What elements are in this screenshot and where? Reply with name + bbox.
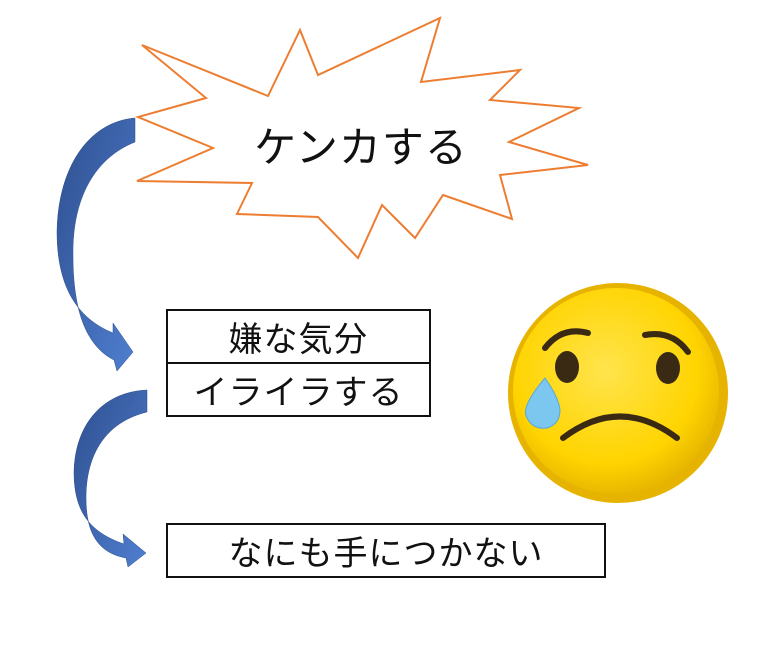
step-box-bad-mood: 嫌な気分 [166,309,431,364]
step-label: 嫌な気分 [228,320,369,360]
step-label: なにも手につかない [228,534,544,574]
sad-crying-face-icon [508,283,728,503]
burst-label: ケンカする [254,122,468,172]
step-label: イライラする [193,373,404,413]
curved-arrow-1 [56,117,136,372]
curved-arrow-2 [73,389,148,568]
explosion-burst-shape [134,16,589,260]
step-box-irritated: イライラする [166,362,431,417]
step-box-cannot-focus: なにも手につかない [166,523,606,578]
